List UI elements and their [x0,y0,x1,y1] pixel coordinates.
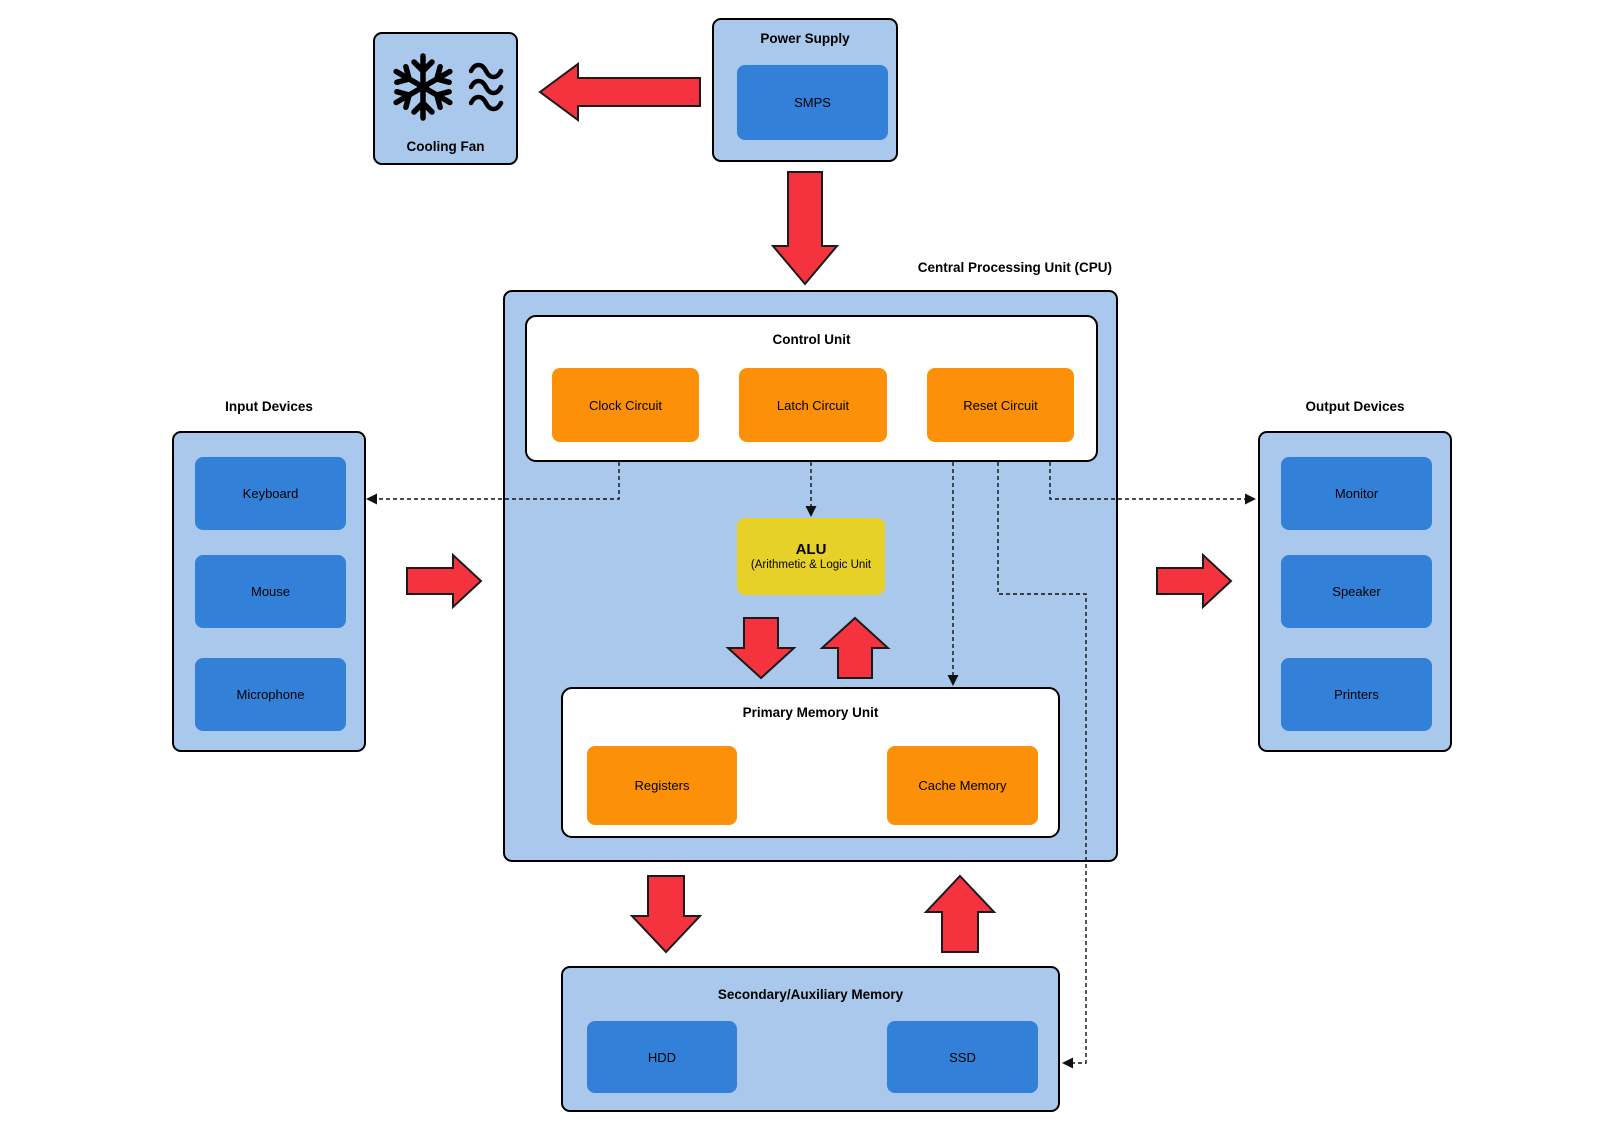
clock-circuit-block: Clock Circuit [552,368,699,442]
cpu-title: Central Processing Unit (CPU) [917,260,1112,275]
clock-circuit-label: Clock Circuit [589,397,662,413]
dashed-reset-to-ssd-arrowhead [1062,1057,1073,1069]
cooling-fan-node: Cooling Fan [373,32,518,165]
hdd-label: HDD [647,1049,677,1065]
monitor-label: Monitor [1334,486,1379,501]
mouse-label: Mouse [250,584,291,599]
snowflake-spokes [393,53,453,121]
reset-circuit-block: Reset Circuit [927,368,1074,442]
input-devices-title: Input Devices [225,399,313,414]
printers-label: Printers [1334,687,1379,702]
dashed-reset-to-output-arrowhead [1245,493,1256,505]
monitor-block: Monitor [1281,457,1432,530]
ssd-block: SSD [887,1021,1038,1093]
registers-block: Registers [587,746,737,825]
control-unit-node: Control Unit Clock Circuit Latch Circuit… [525,315,1098,462]
cache-memory-label: Cache Memory [918,778,1007,793]
control-unit-title: Control Unit [772,332,851,347]
reset-circuit-label: Reset Circuit [963,397,1038,413]
dashed-clock-to-input-arrowhead [366,493,377,505]
mouse-block: Mouse [195,555,346,628]
input-devices-node: Keyboard Mouse Microphone [172,431,366,752]
registers-label: Registers [634,778,690,793]
keyboard-label: Keyboard [242,486,299,501]
latch-circuit-label: Latch Circuit [776,397,850,413]
alu-subtitle: (Arithmetic & Logic Unit [750,559,872,571]
printers-block: Printers [1281,658,1432,731]
arrow-cpu-to-secondary [629,875,703,954]
snowflake-icon [393,53,504,121]
latch-circuit-block: Latch Circuit [739,368,887,442]
speaker-label: Speaker [1332,584,1381,599]
arrow-cpu-to-output [1156,552,1233,610]
alu-block: ALU (Arithmetic & Logic Unit [737,518,885,595]
secondary-memory-title: Secondary/Auxiliary Memory [717,987,904,1002]
smps-block: SMPS [737,65,888,140]
primary-memory-node: Primary Memory Unit Registers Cache Memo… [561,687,1060,838]
arrow-input-to-cpu [406,552,483,610]
secondary-memory-node: Secondary/Auxiliary Memory HDD SSD [561,966,1060,1112]
cache-memory-block: Cache Memory [887,746,1038,825]
hdd-block: HDD [587,1021,737,1093]
output-devices-node: Monitor Speaker Printers [1258,431,1452,752]
keyboard-block: Keyboard [195,457,346,530]
smps-label: SMPS [794,95,831,110]
arrow-secondary-to-cpu [923,874,997,953]
arrow-psu-to-fan [538,62,701,122]
primary-memory-title: Primary Memory Unit [742,705,879,720]
alu-title: ALU [795,541,827,558]
cooling-fan-label: Cooling Fan [406,139,485,154]
power-supply-title: Power Supply [760,31,850,46]
speaker-block: Speaker [1281,555,1432,628]
output-devices-title: Output Devices [1305,399,1405,414]
microphone-label: Microphone [236,687,305,702]
ssd-label: SSD [949,1049,976,1065]
power-supply-node: Power Supply SMPS [712,18,898,162]
airflow-waves-icon [468,62,504,112]
microphone-block: Microphone [195,658,346,731]
